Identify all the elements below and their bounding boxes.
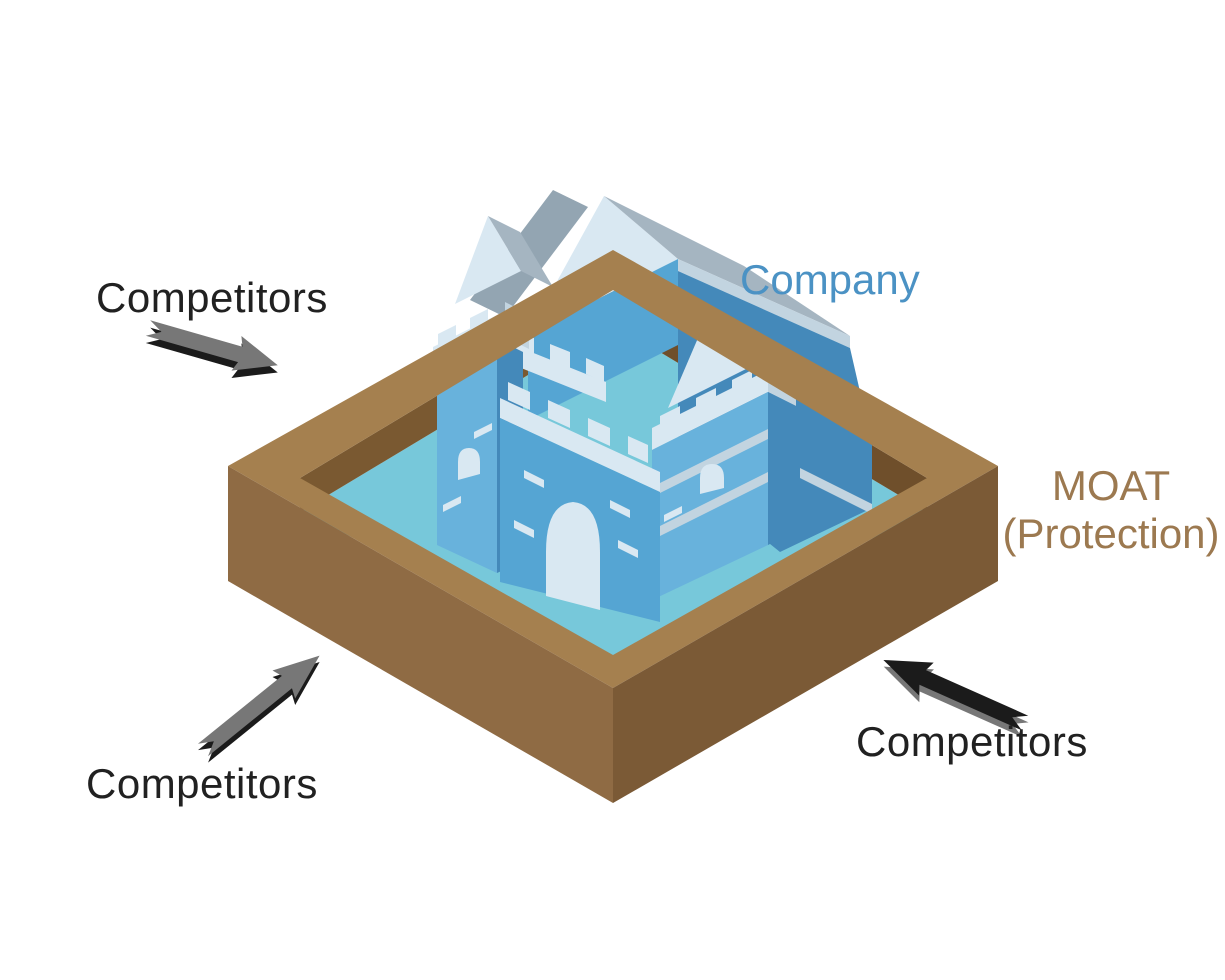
gatehouse-brick bbox=[524, 470, 544, 488]
gatehouse-brick bbox=[618, 540, 638, 558]
right-tower-merlon bbox=[696, 388, 716, 416]
gatehouse-parapet bbox=[500, 398, 660, 492]
left-tower-roof bbox=[488, 216, 553, 287]
arrow-competitors-bottom-right bbox=[883, 659, 1029, 738]
keep-roof-eave bbox=[678, 259, 850, 348]
gatehouse-merlon bbox=[628, 436, 648, 463]
left-tower-merlon bbox=[438, 325, 456, 350]
keep-merlon bbox=[550, 344, 570, 368]
moat-outer-right bbox=[613, 466, 998, 803]
right-tower-stringcourse bbox=[652, 472, 768, 540]
keep-roof-slope bbox=[604, 196, 850, 336]
right-tower-window bbox=[700, 464, 724, 494]
competitors-label-bottom-left: Competitors bbox=[86, 760, 318, 807]
right-tower-merlon bbox=[660, 406, 680, 434]
gatehouse-merlon bbox=[508, 382, 530, 410]
right-tower-side bbox=[768, 392, 796, 545]
gatehouse-merlon bbox=[588, 418, 610, 446]
keep-parapet bbox=[506, 342, 606, 402]
arrow-competitors-bottom-left bbox=[197, 655, 320, 763]
arrow-body bbox=[883, 659, 1029, 731]
moat-outer-left bbox=[228, 466, 613, 803]
arrow-body bbox=[145, 320, 278, 371]
right-wing-band bbox=[800, 468, 872, 514]
right-tower-stringcourse bbox=[652, 429, 768, 497]
castle-door bbox=[546, 502, 600, 610]
moat-label-line1: MOAT bbox=[1051, 462, 1171, 509]
left-tower-window bbox=[458, 448, 480, 480]
competitors-label-bottom-right: Competitors bbox=[856, 718, 1088, 765]
left-tower-brick bbox=[443, 496, 461, 512]
moat-label: MOAT (Protection) bbox=[992, 462, 1225, 558]
castle bbox=[433, 190, 872, 622]
competitors-label-top-left: Competitors bbox=[96, 274, 328, 321]
arrow-competitors-top-left bbox=[145, 320, 278, 378]
keep-merlon bbox=[586, 358, 604, 382]
moat-label-line2: (Protection) bbox=[1002, 510, 1220, 557]
right-tower-gable bbox=[668, 317, 746, 408]
left-tower-brick bbox=[474, 423, 492, 439]
left-tower-gable bbox=[455, 216, 521, 304]
moat-embankment bbox=[228, 250, 998, 803]
right-tower-merlon bbox=[732, 370, 752, 398]
company-label: Company bbox=[740, 256, 920, 303]
moat-rim-top bbox=[228, 250, 998, 688]
right-tower-brick bbox=[664, 506, 682, 522]
gatehouse-merlon bbox=[548, 400, 570, 428]
gatehouse-brick bbox=[610, 500, 630, 518]
arrow-body bbox=[197, 655, 320, 757]
gatehouse-brick bbox=[514, 520, 534, 538]
